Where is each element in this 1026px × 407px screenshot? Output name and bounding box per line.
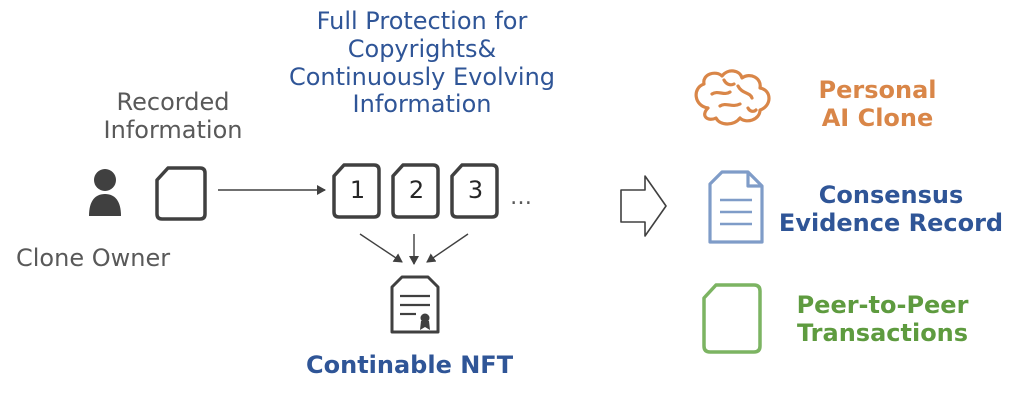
certificate-icon [390,275,440,334]
peer-to-peer-transactions-label: Peer-to-Peer Transactions [796,291,969,348]
hollow-arrow-icon [620,175,667,237]
consensus-evidence-record-label: Consensus Evidence Record [778,181,1004,238]
person-icon [89,169,121,216]
document-2-number: 2 [408,176,425,204]
recorded-information-label: Recorded Information [103,88,243,145]
document-2-icon [391,163,440,219]
document-3-icon [450,163,499,219]
brain-icon [694,69,771,126]
ellipsis-label: … [510,185,532,210]
record-document-icon [708,170,764,244]
document-icon [155,166,207,221]
arrow-from-document-1 [359,233,403,263]
continable-nft-label: Continable NFT [306,351,514,379]
document-3-number: 3 [467,176,484,204]
arrow-from-document-3 [426,233,469,263]
protection-label: Full Protection for Copyrights& Continuo… [288,7,556,119]
personal-ai-clone-label: Personal AI Clone [818,76,937,133]
document-1-number: 1 [349,176,366,204]
document-1-icon [332,163,381,219]
transaction-document-icon [702,283,762,354]
clone-owner-label: Clone Owner [16,244,171,272]
